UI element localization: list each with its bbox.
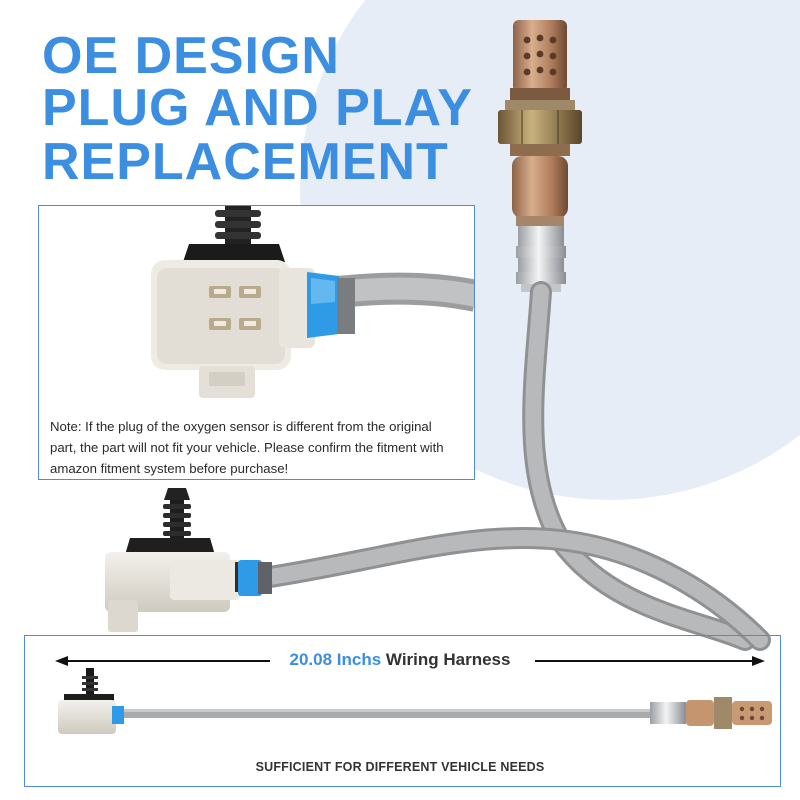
harness-length-caption: Wiring Harness	[385, 650, 511, 669]
fitment-note: Note: If the plug of the oxygen sensor i…	[50, 419, 444, 476]
harness-length-value: 20.08 Inchs	[289, 650, 382, 669]
harness-length-label: 20.08 Inchs Wiring Harness	[0, 650, 800, 670]
hex-nut	[498, 110, 582, 144]
headline-line-1: OE DESIGN	[42, 27, 340, 85]
footer-caption: SUFFICIENT FOR DIFFERENT VEHICLE NEEDS	[255, 760, 545, 774]
headline-line-3: REPLACEMENT	[42, 133, 449, 191]
harness-full-length	[55, 656, 772, 734]
headline-line-2: PLUG AND PLAY	[42, 79, 473, 137]
sensor-body	[510, 144, 570, 226]
harness-length-panel	[24, 635, 781, 787]
sensor-tip	[505, 20, 575, 110]
connector-closeup-illustration	[151, 206, 474, 398]
electrical-connector	[105, 488, 272, 632]
connector-closeup-panel	[38, 205, 475, 480]
